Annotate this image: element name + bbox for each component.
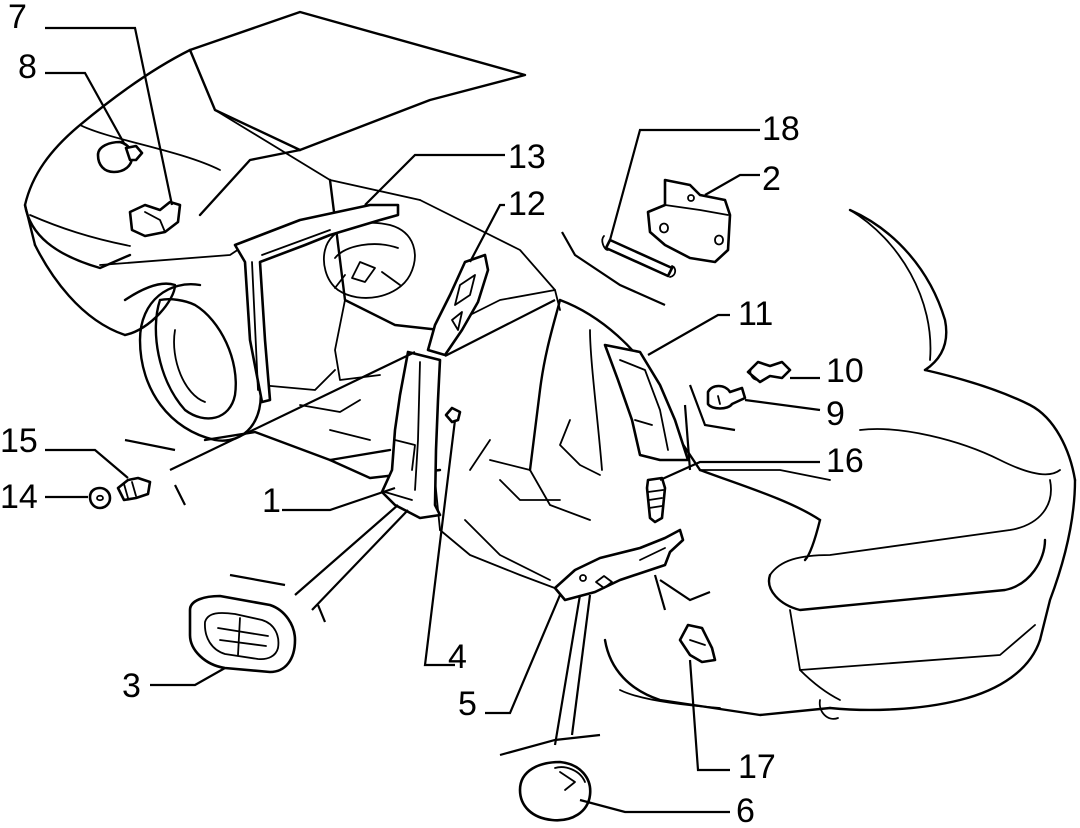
callout-7: 7 [8,0,27,36]
callout-1: 1 [262,482,281,520]
callout-14: 14 [0,478,38,516]
callout-2: 2 [762,160,781,198]
part-11-c-pillar-trim [603,343,690,462]
part-1-b-pillar-lower-trim [380,350,442,520]
part-8-plug [96,140,144,174]
part-13-a-pillar-trim [233,203,400,404]
callout-labels: 7 8 13 12 18 2 11 10 9 16 15 14 1 4 3 5 … [0,0,864,828]
part-14-washer [88,486,112,510]
part-17-clip [678,623,717,664]
part-10-clip [746,360,792,384]
callout-4: 4 [448,638,467,676]
callout-17: 17 [738,748,776,786]
part-6-grommet [518,760,592,822]
callout-18: 18 [762,110,800,148]
part-9-clip [706,384,747,410]
part-18-pin [601,235,677,278]
callout-6: 6 [736,792,755,828]
leader-lines [45,26,821,814]
part-3-vent-grille [188,594,297,674]
callout-16: 16 [826,442,864,480]
callout-13: 13 [508,138,546,176]
part-2-bracket [646,178,732,264]
rear-car-body-outline [429,208,1077,720]
front-car-body-outline [23,10,561,480]
part-15-screw [116,476,152,502]
callout-15: 15 [0,422,38,460]
part-5-sill-bracket [553,528,685,602]
part-7-clip [128,200,182,238]
callout-5: 5 [458,685,477,723]
part-12-b-pillar-upper-trim [426,253,490,357]
callout-12: 12 [508,185,546,223]
callout-8: 8 [18,48,37,86]
callout-10: 10 [826,352,864,390]
part-4-push-clip [444,406,462,424]
callout-9: 9 [826,395,845,433]
callout-11: 11 [738,295,773,333]
callout-3: 3 [122,667,141,705]
part-16-screw [645,476,667,524]
